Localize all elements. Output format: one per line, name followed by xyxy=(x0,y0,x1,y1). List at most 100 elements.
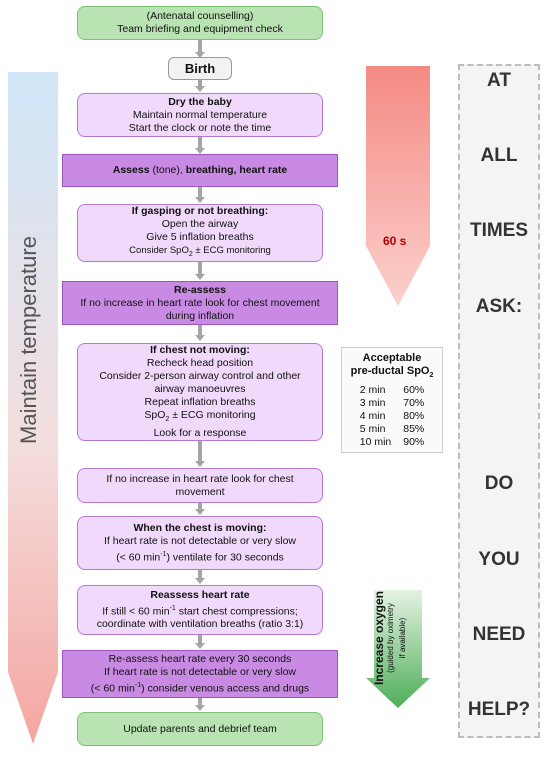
assess-box: Assess (tone), breathing, heart rate xyxy=(62,154,338,187)
cnm-line5b: ± ECG monitoring xyxy=(169,409,256,422)
rhr-line2: coordinate with ventilation breaths (rat… xyxy=(96,618,304,631)
connector-arrowhead xyxy=(195,335,205,341)
spo2-time: 2 min xyxy=(359,384,386,397)
counselling-line2: Team briefing and equipment check xyxy=(117,23,283,35)
spo2-time: 3 min xyxy=(359,397,386,410)
reassess1-line1: If no increase in heart rate look for ch… xyxy=(80,296,320,309)
oxygen-line1: Increase oxygen xyxy=(372,590,386,686)
ask-word-ask: ASK: xyxy=(475,296,523,317)
ask-word-all: ALL xyxy=(480,145,518,166)
connector-arrowhead xyxy=(195,197,205,203)
connector xyxy=(198,187,202,198)
ask-word-help: HELP? xyxy=(467,699,531,720)
cnm-line4: Repeat inflation breaths xyxy=(144,396,256,409)
connector-arrowhead xyxy=(195,509,205,515)
reassess1-line2: during inflation xyxy=(165,309,235,322)
ask-word-do: DO xyxy=(484,473,514,494)
spo2-title: Acceptable pre-ductal SpO2 xyxy=(342,352,442,382)
increase-oxygen-label: Increase oxygen (guided by oximetry if a… xyxy=(372,588,409,688)
rhr-line1sup: -1 xyxy=(169,604,176,612)
spo2-value: 90% xyxy=(403,436,425,449)
spo2-title-line2: pre-ductal SpO2 xyxy=(350,365,434,380)
r30-line1: Re-assess heart rate every 30 seconds xyxy=(108,652,292,665)
cnm-line2: Consider 2-person airway control and oth… xyxy=(99,370,301,383)
connector xyxy=(198,137,202,149)
rhr-title: Reassess heart rate xyxy=(150,588,250,601)
gasping-line3b: ± ECG monitoring xyxy=(192,245,271,257)
r30-line2: If heart rate is not detectable or very … xyxy=(103,665,296,678)
connector xyxy=(198,262,202,275)
oxygen-line3: if available) xyxy=(398,617,407,659)
spo2-time: 4 min xyxy=(359,410,386,423)
birth-label: Birth xyxy=(184,61,216,76)
reassess-box: Re-assess If no increase in heart rate l… xyxy=(62,281,338,325)
connector xyxy=(198,40,202,54)
r30-line3a: (< 60 min xyxy=(90,682,135,695)
dry-line2: Start the clock or note the time xyxy=(128,121,272,134)
oxygen-line2: (guided by oximetry xyxy=(386,603,395,673)
spo2-value: 80% xyxy=(403,410,425,423)
rhr-line1b: start chest compressions; xyxy=(175,605,298,618)
ask-word-at: AT xyxy=(487,70,511,91)
connector xyxy=(198,325,202,336)
connector-arrowhead xyxy=(195,643,205,649)
maintain-temperature-label: Maintain temperature xyxy=(16,236,41,444)
dry-line1: Maintain normal temperature xyxy=(132,108,268,121)
rhr-line1a: If still < 60 min xyxy=(102,605,170,618)
cnm-line6: Look for a response xyxy=(153,426,247,439)
assess-text: Assess (tone), breathing, heart rate xyxy=(113,164,288,177)
connector-arrowhead xyxy=(195,274,205,280)
ask-word-times: TIMES xyxy=(469,220,529,241)
reassess-every-30s-box: Re-assess heart rate every 30 seconds If… xyxy=(62,650,338,698)
assess-part3: breathing, heart rate xyxy=(185,164,288,176)
cnm-line5sub: 2 xyxy=(165,416,170,424)
rhr-line1: If still < 60 min-1 start chest compress… xyxy=(102,602,298,619)
connector-arrowhead xyxy=(195,52,205,58)
reassess1-title: Re-assess xyxy=(174,283,226,296)
dry-title: Dry the baby xyxy=(168,95,232,108)
dry-the-baby-box: Dry the baby Maintain normal temperature… xyxy=(77,93,323,137)
gasping-box: If gasping or not breathing: Open the ai… xyxy=(77,204,323,262)
spo2-title-line2sub: 2 xyxy=(429,372,434,380)
cnm-line5: SpO2 ± ECG monitoring xyxy=(144,409,255,426)
update-label: Update parents and debrief team xyxy=(123,722,277,735)
cm-line1: If heart rate is not detectable or very … xyxy=(103,534,296,547)
chest-moving-box: When the chest is moving: If heart rate … xyxy=(77,516,323,570)
ask-for-help-panel xyxy=(458,64,540,738)
cnm-line1: Recheck head position xyxy=(146,357,254,370)
increase-oxygen-arrow xyxy=(366,590,430,708)
chest-not-moving-box: If chest not moving: Recheck head positi… xyxy=(77,343,323,441)
connector xyxy=(198,635,202,644)
assess-part1: Assess xyxy=(112,164,150,176)
connector xyxy=(198,441,202,462)
counselling-line1: (Antenatal counselling) xyxy=(146,10,254,22)
cnm-title: If chest not moving: xyxy=(150,344,250,357)
ni-line2: movement xyxy=(175,485,225,498)
update-parents-box: Update parents and debrief team xyxy=(77,712,323,746)
connector-arrowhead xyxy=(195,86,205,92)
connector xyxy=(198,503,202,510)
spo2-time: 10 min xyxy=(359,436,392,449)
ask-word-you: YOU xyxy=(478,549,520,570)
spo2-title-line1: Acceptable xyxy=(362,352,422,364)
cm-line2sup: -1 xyxy=(160,550,167,558)
gasping-line3sub: 2 xyxy=(188,250,193,258)
table-row: 4 min 80% xyxy=(354,410,431,423)
assess-part2: (tone), xyxy=(149,164,186,176)
ask-word-need: NEED xyxy=(472,624,526,645)
sixty-seconds-label: 60 s xyxy=(383,234,407,248)
connector-arrowhead xyxy=(195,148,205,154)
r30-line3sup: -1 xyxy=(134,681,142,689)
spo2-title-line2a: pre-ductal SpO xyxy=(350,365,430,377)
cnm-line5a: SpO xyxy=(144,409,166,422)
no-increase-box: If no increase in heart rate look for ch… xyxy=(77,468,323,503)
cm-line2: (< 60 min-1) ventilate for 30 seconds xyxy=(116,548,284,565)
gasping-line2: Give 5 inflation breaths xyxy=(146,231,254,244)
r30-line3b: ) consider venous access and drugs xyxy=(141,682,310,695)
connector xyxy=(198,80,202,87)
connector-arrowhead xyxy=(195,461,205,467)
